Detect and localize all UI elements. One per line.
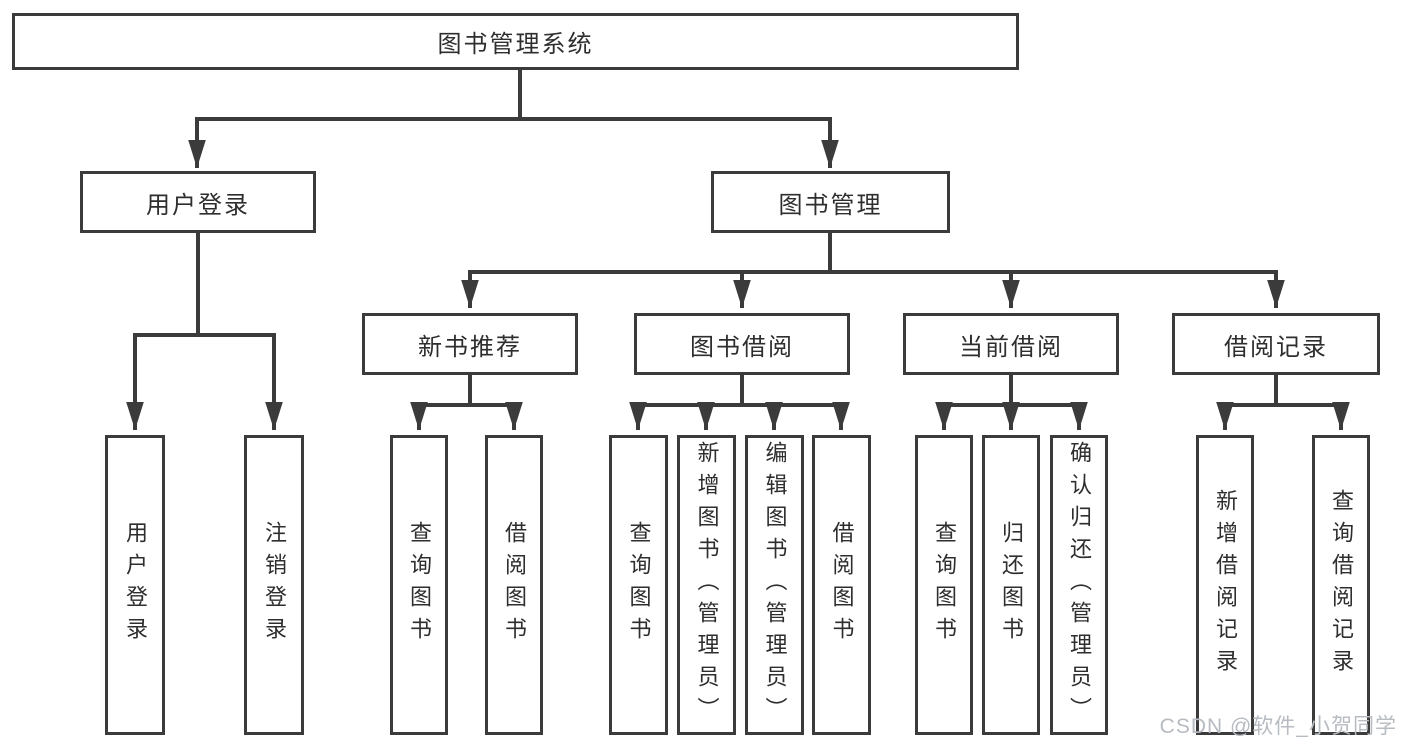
node-current-borrowing: 当前借阅 [903,313,1119,375]
leaf-borrow-borrow-books-label: 借阅图书 [829,521,855,649]
node-library-system: 图书管理系统 [12,13,1019,70]
leaf-add-books-admin: 新增图书（管理员） [677,435,736,735]
connector-user-login [126,233,283,430]
leaf-recommend-query-books: 查询图书 [390,435,448,735]
leaf-borrow-borrow-books: 借阅图书 [812,435,871,735]
csdn-watermark: CSDN @软件_小贺同学 [1159,715,1397,738]
connector-borrowing-records [1216,375,1350,430]
leaf-recommend-query-books-label: 查询图书 [407,521,432,649]
leaf-add-borrow-record: 新增借阅记录 [1196,435,1254,735]
node-new-book-recommendation-label: 新书推荐 [418,333,522,361]
node-user-login: 用户登录 [80,171,316,233]
leaf-return-books: 归还图书 [982,435,1040,735]
leaf-borrow-query-books: 查询图书 [609,435,668,735]
leaf-user-login: 用户登录 [105,435,165,735]
leaf-logout-login-label: 注销登录 [262,521,287,649]
node-borrowing-records-label: 借阅记录 [1224,333,1328,361]
leaf-query-borrow-record: 查询借阅记录 [1312,435,1370,735]
node-borrowing-records: 借阅记录 [1172,313,1380,375]
node-current-borrowing-label: 当前借阅 [959,333,1063,361]
leaf-user-login-label: 用户登录 [123,521,148,649]
connector-new-book-recommendation [410,375,523,430]
node-book-management-label: 图书管理 [778,191,883,219]
leaf-logout-login: 注销登录 [244,435,304,735]
connector-root [188,70,839,168]
connector-book-borrowing [629,375,850,430]
leaf-add-books-admin-label: 新增图书（管理员） [694,441,720,729]
node-new-book-recommendation: 新书推荐 [362,313,578,375]
leaf-confirm-return-admin-label: 确认归还（管理员） [1067,441,1092,729]
leaf-edit-books-admin: 编辑图书（管理员） [745,435,804,735]
leaf-return-books-label: 归还图书 [999,521,1024,649]
node-user-login-label: 用户登录 [146,191,250,219]
node-library-system-label: 图书管理系统 [437,31,594,58]
leaf-confirm-return-admin: 确认归还（管理员） [1050,435,1108,735]
node-book-management: 图书管理 [711,171,950,233]
node-book-borrowing-label: 图书借阅 [690,333,794,361]
connector-book-management [461,233,1285,308]
leaf-edit-books-admin-label: 编辑图书（管理员） [762,441,788,729]
leaf-recommend-borrow-books: 借阅图书 [485,435,543,735]
leaf-add-borrow-record-label: 新增借阅记录 [1213,489,1238,681]
leaf-current-query-books: 查询图书 [915,435,973,735]
leaf-query-borrow-record-label: 查询借阅记录 [1329,489,1354,681]
leaf-recommend-borrow-books-label: 借阅图书 [502,521,527,649]
node-book-borrowing: 图书借阅 [634,313,850,375]
leaf-current-query-books-label: 查询图书 [932,521,957,649]
connector-current-borrowing [935,375,1088,430]
leaf-borrow-query-books-label: 查询图书 [626,521,652,649]
